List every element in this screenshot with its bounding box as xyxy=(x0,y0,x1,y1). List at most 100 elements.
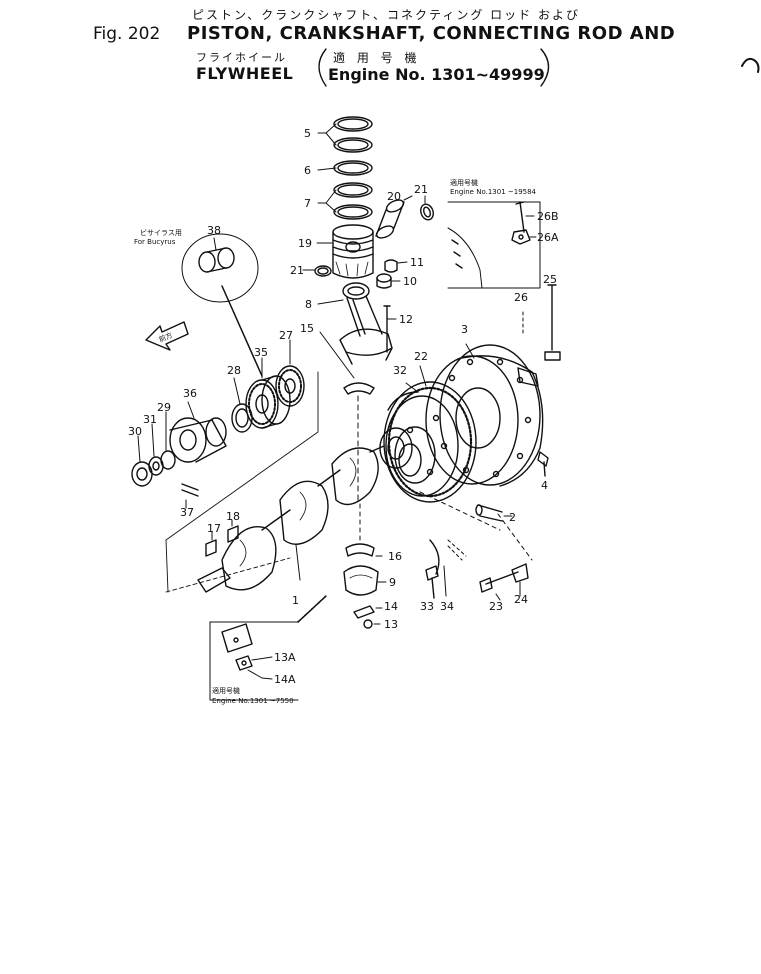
crankshaft xyxy=(197,427,413,593)
callout-21-upper: 21 xyxy=(414,183,428,196)
callout-22: 22 xyxy=(414,350,428,363)
engine-number-range: Engine No. 1301~49999 xyxy=(328,65,545,84)
callout-12: 12 xyxy=(399,313,413,326)
callout-15: 15 xyxy=(300,322,314,335)
callout-2: 2 xyxy=(509,511,516,524)
callout-26a: 26A xyxy=(537,231,559,244)
callout-21-lower: 21 xyxy=(290,264,304,277)
title-japanese-line1: ピストン、クランクシャフト、コネクティング ロッド および xyxy=(192,8,580,22)
callout-8: 8 xyxy=(305,298,312,311)
lock-plate-14 xyxy=(353,605,375,619)
callout-20: 20 xyxy=(387,190,401,203)
callout-33: 33 xyxy=(420,600,434,613)
callout-5: 5 xyxy=(304,127,311,140)
callout-31: 31 xyxy=(143,413,157,426)
lower-bearing-shell xyxy=(345,543,375,557)
woodruff-key-18 xyxy=(227,525,239,543)
flywheel-ring-gear xyxy=(383,381,477,503)
callout-27: 27 xyxy=(279,329,293,342)
nut-13a xyxy=(235,655,253,671)
callout-26: 26 xyxy=(514,291,528,304)
callout-6: 6 xyxy=(304,164,311,177)
gear-27 xyxy=(275,365,305,407)
page-corner-mark xyxy=(741,57,760,73)
front-direction-arrow xyxy=(145,321,189,351)
piston-pin xyxy=(375,199,405,239)
bucyrus-label-en: For Bucyrus xyxy=(134,238,176,246)
collar-29 xyxy=(160,450,176,470)
lock-plate-14a xyxy=(221,623,253,653)
upper-bearing-shell xyxy=(343,382,375,395)
callout-9: 9 xyxy=(389,576,396,589)
connecting-rod xyxy=(339,282,393,365)
callout-24: 24 xyxy=(514,593,528,606)
lock-plate xyxy=(517,367,539,387)
pin-37 xyxy=(181,483,199,497)
dowel-pin xyxy=(475,504,503,522)
callout-4: 4 xyxy=(541,479,548,492)
bolt-23 xyxy=(479,571,519,593)
callout-17: 17 xyxy=(207,522,221,535)
inset-engine-range-top: Engine No.1301 ~19584 xyxy=(450,188,537,196)
callout-28: 28 xyxy=(227,364,241,377)
callout-7: 7 xyxy=(304,197,311,210)
crank-pulley-hub xyxy=(169,417,227,463)
callout-11: 11 xyxy=(410,256,424,269)
title-english-line2: FLYWHEEL xyxy=(196,64,294,83)
callout-19: 19 xyxy=(298,237,312,250)
callout-32: 32 xyxy=(393,364,407,377)
bracket-right xyxy=(540,48,550,87)
title-japanese-line2: フライホイール xyxy=(196,51,287,64)
small-end-bushing xyxy=(376,259,398,289)
bolt-26b xyxy=(515,201,525,233)
bucyrus-label-jp: ビサイラス用 xyxy=(140,228,182,237)
inset-applicability-jp-bottom: 適用号機 xyxy=(212,686,240,695)
callout-3: 3 xyxy=(461,323,468,336)
callout-30: 30 xyxy=(128,425,142,438)
lock-plate-24 xyxy=(511,563,529,583)
bucyrus-bushing xyxy=(198,247,235,273)
callout-25: 25 xyxy=(543,273,557,286)
title-english-line1: PISTON, CRANKSHAFT, CONNECTING ROD AND xyxy=(187,23,676,44)
snap-ring-upper xyxy=(420,203,434,221)
callout-36: 36 xyxy=(183,387,197,400)
callout-16: 16 xyxy=(388,550,402,563)
crank-gear-35 xyxy=(245,375,291,429)
callout-35: 35 xyxy=(254,346,268,359)
callout-37: 37 xyxy=(180,506,194,519)
assembly-outline xyxy=(165,371,319,593)
bolt-33 xyxy=(425,539,440,599)
rod-cap xyxy=(343,565,379,596)
callout-29: 29 xyxy=(157,401,171,414)
callout-38: 38 xyxy=(207,224,221,237)
callout-1: 1 xyxy=(292,594,299,607)
piston xyxy=(332,224,374,279)
piston-ring-set xyxy=(333,116,373,220)
inset-applicability-jp-top: 適用号機 xyxy=(450,178,478,187)
nut-26a xyxy=(511,229,531,245)
callout-23: 23 xyxy=(489,600,503,613)
bucyrus-inset-oval xyxy=(181,233,259,303)
callout-34: 34 xyxy=(440,600,454,613)
inset-box-top-right xyxy=(447,201,541,289)
nut-13 xyxy=(363,619,373,629)
callout-10: 10 xyxy=(403,275,417,288)
rod-bolt xyxy=(383,305,391,353)
callout-26b: 26B xyxy=(537,210,559,223)
callout-13a: 13A xyxy=(274,651,296,664)
housing-bolt xyxy=(544,284,561,361)
bracket-left xyxy=(318,48,327,87)
callout-13: 13 xyxy=(384,618,398,631)
inset-engine-range-bottom: Engine No.1301 ~7550 xyxy=(212,697,294,705)
ring-leader-lines xyxy=(317,123,337,213)
flywheel-housing xyxy=(425,344,544,487)
flywheel-mount-bolt xyxy=(537,451,549,477)
callout-14: 14 xyxy=(384,600,398,613)
inset-box-bottom-left xyxy=(209,621,299,701)
figure-number: Fig. 202 xyxy=(93,24,161,44)
applicability-japanese: 適 用 号 機 xyxy=(333,51,421,65)
bucyrus-leader xyxy=(221,285,263,377)
inset-leader xyxy=(297,595,327,623)
